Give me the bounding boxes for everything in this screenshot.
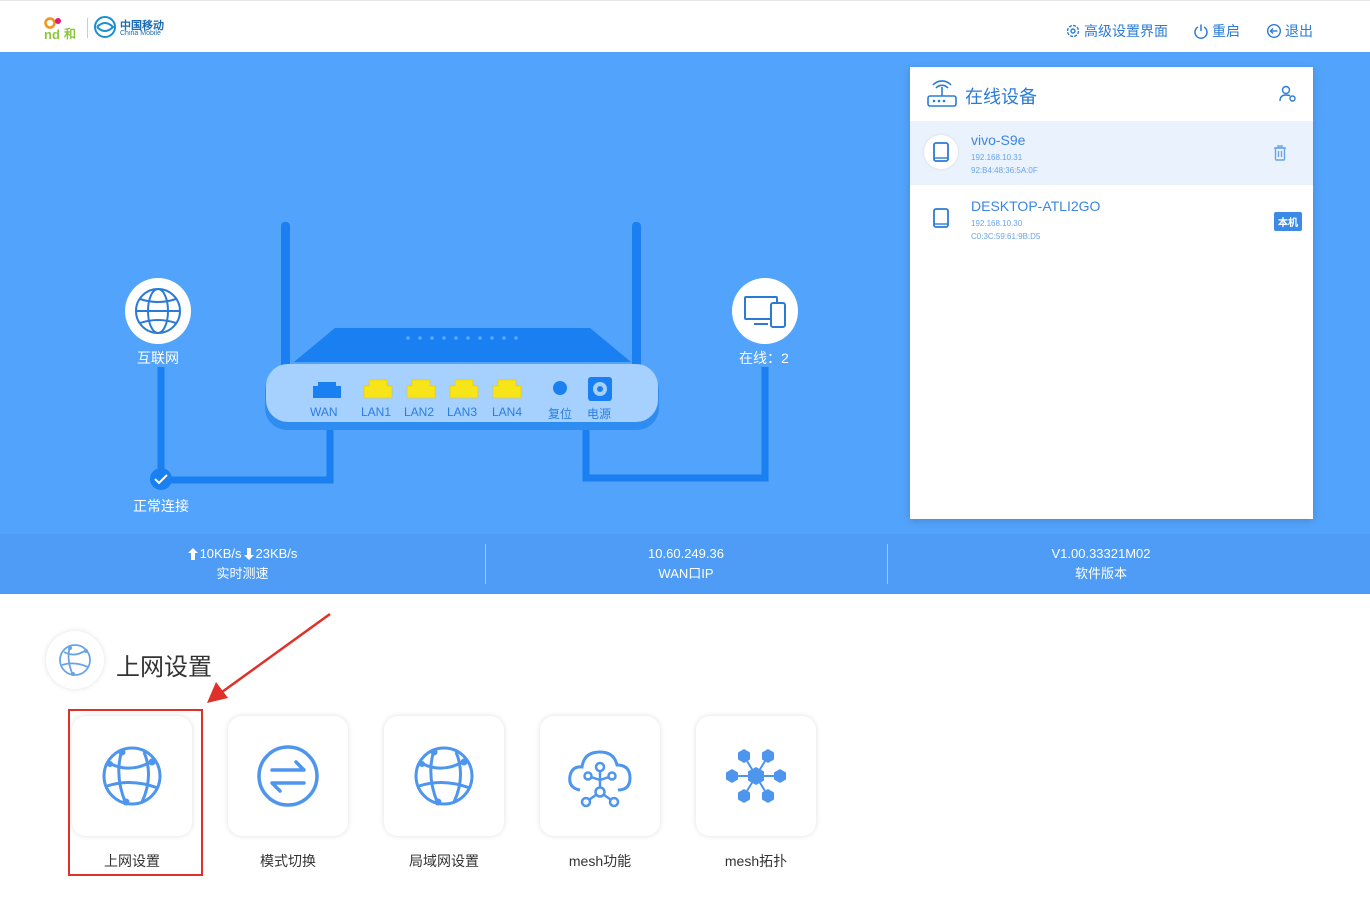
realtime-speed: 10KB/s 23KB/s 实时测速 xyxy=(0,534,485,594)
section-globe-icon xyxy=(46,631,104,689)
switch-arrows-icon xyxy=(257,745,319,807)
download-speed: 23KB/s xyxy=(255,546,298,561)
internet-label: 互联网 xyxy=(137,350,179,366)
device-name: DESKTOP-ATLI2GO xyxy=(971,198,1101,214)
device-mac: C0:3C:59:61:9B:D5 xyxy=(971,232,1041,241)
port-label-wan: WAN xyxy=(310,405,338,419)
tile-label-mode-switch: 模式切换 xyxy=(260,853,316,869)
lan-cable xyxy=(582,367,769,482)
port-label-power: 电源 xyxy=(587,407,612,421)
advanced-settings-link[interactable]: 高级设置界面 xyxy=(1065,21,1168,41)
router-antenna-left xyxy=(281,222,290,382)
device-ip: 192.168.10.30 xyxy=(971,219,1023,228)
tile-internet-settings[interactable] xyxy=(72,716,192,836)
wan-ip-value: 10.60.249.36 xyxy=(648,546,724,561)
router-antenna-right xyxy=(632,222,641,382)
svg-text:nd: nd xyxy=(44,27,60,41)
wan-cable xyxy=(157,367,334,484)
port-label-lan1: LAN1 xyxy=(361,405,392,419)
wan-ip-stat: 10.60.249.36 WAN口IP xyxy=(485,534,887,594)
cloud-mesh-icon xyxy=(568,750,632,808)
version-value: V1.00.33321M02 xyxy=(1051,546,1151,561)
hex-topology-icon xyxy=(726,749,786,803)
router-icon xyxy=(927,80,957,107)
device-ip: 192.168.10.31 xyxy=(971,153,1023,162)
lan4-port-icon xyxy=(492,379,522,399)
port-label-lan2: LAN2 xyxy=(404,405,435,419)
connected-check-icon xyxy=(150,468,172,490)
restart-label: 重启 xyxy=(1212,23,1240,39)
tile-label-lan-settings: 局域网设置 xyxy=(409,853,479,869)
tablet-icon xyxy=(924,201,958,235)
tile-mesh-topology[interactable] xyxy=(696,716,816,836)
tile-label-internet-settings: 上网设置 xyxy=(104,853,160,869)
gear-icon xyxy=(1066,24,1080,38)
logout-icon xyxy=(1266,23,1282,39)
online-devices-icon xyxy=(732,278,798,344)
tablet-icon xyxy=(924,135,958,169)
status-bar: 10KB/s 23KB/s 实时测速 10.60.249.36 WAN口IP V… xyxy=(0,534,1370,594)
reset-button-icon xyxy=(553,381,567,395)
online-devices-panel: 在线设备 vivo-S9e 192.168.10.31 92:B4:48:36:… xyxy=(910,67,1313,519)
advanced-settings-label: 高级设置界面 xyxy=(1084,23,1168,39)
version-stat: V1.00.33321M02 软件版本 xyxy=(887,534,1315,594)
power-icon xyxy=(1194,24,1208,39)
trash-icon[interactable] xyxy=(1273,145,1287,161)
network-diagram xyxy=(125,222,798,490)
device-mac: 92:B4:48:36:5A:0F xyxy=(971,166,1038,175)
logo-divider xyxy=(87,18,88,38)
device-row-vivo[interactable]: vivo-S9e 192.168.10.31 92:B4:48:36:5A:0F xyxy=(910,121,1313,185)
port-label-reset: 复位 xyxy=(548,407,573,421)
device-name: vivo-S9e xyxy=(971,132,1026,148)
port-label-lan3: LAN3 xyxy=(447,405,478,419)
port-label-lan4: LAN4 xyxy=(492,405,523,419)
download-arrow-icon xyxy=(243,548,254,560)
logout-link[interactable]: 退出 xyxy=(1266,21,1313,41)
user-settings-icon[interactable] xyxy=(1279,85,1297,103)
tile-mesh-function[interactable] xyxy=(540,716,660,836)
this-device-badge: 本机 xyxy=(1274,212,1302,231)
upload-speed: 10KB/s xyxy=(199,546,242,561)
stat-divider xyxy=(485,544,486,584)
china-mobile-en: China Mobile xyxy=(120,30,161,37)
panel-title: 在线设备 xyxy=(965,87,1037,107)
lan2-port-icon xyxy=(406,379,436,399)
lan1-port-icon xyxy=(363,379,393,399)
top-header: nd 和 中国移动 China Mobile 高级设置界面 重启 退出 xyxy=(0,0,1370,52)
tile-lan-settings[interactable] xyxy=(384,716,504,836)
logout-label: 退出 xyxy=(1285,23,1313,39)
lan3-port-icon xyxy=(449,379,479,399)
upload-arrow-icon xyxy=(187,548,198,560)
stat-divider xyxy=(887,544,888,584)
tile-mode-switch[interactable] xyxy=(228,716,348,836)
device-row-desktop[interactable]: DESKTOP-ATLI2GO 192.168.10.30 C0:3C:59:6… xyxy=(910,187,1313,251)
version-label: 软件版本 xyxy=(1074,566,1127,581)
tile-label-mesh-function: mesh功能 xyxy=(568,853,632,869)
and-logo: nd 和 xyxy=(44,15,84,42)
globe-network-icon xyxy=(102,746,162,806)
svg-text:和: 和 xyxy=(63,26,76,41)
online-count: 在线：2 xyxy=(739,350,789,366)
highlight-box xyxy=(68,709,203,876)
speed-label: 实时测速 xyxy=(216,566,269,581)
wan-port-icon xyxy=(313,382,341,398)
lan-globe-icon xyxy=(414,746,474,806)
router-top xyxy=(294,328,631,362)
connection-status: 正常连接 xyxy=(133,498,189,514)
tile-label-mesh-topology: mesh拓扑 xyxy=(724,853,788,869)
restart-link[interactable]: 重启 xyxy=(1193,21,1240,41)
wan-ip-label: WAN口IP xyxy=(658,566,714,581)
section-title: 上网设置 xyxy=(116,654,212,681)
china-mobile-cn: 中国移动 xyxy=(120,20,164,32)
